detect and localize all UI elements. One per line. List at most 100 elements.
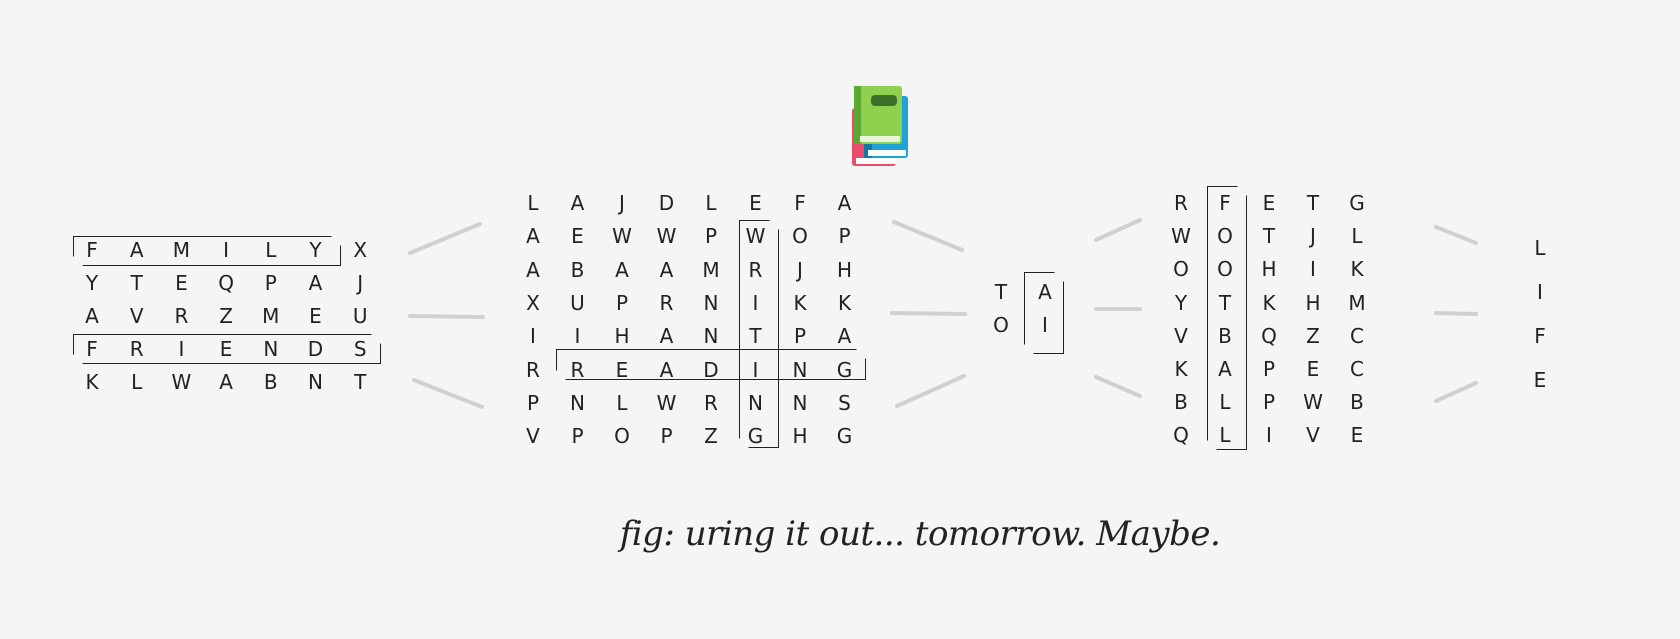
letter-cell: J [1310, 224, 1316, 249]
letter-cell: P [615, 290, 629, 315]
highlight-box-writing [739, 220, 779, 448]
letter-cell: Z [219, 304, 233, 328]
highlight-box-football [1207, 186, 1247, 450]
letter-cell: Z [704, 424, 718, 449]
letter-cell: L [1219, 390, 1231, 415]
connector-line [1434, 311, 1478, 316]
letter-cell: A [615, 257, 629, 282]
letter-cell: I [752, 290, 759, 315]
letter-cell: N [308, 370, 323, 394]
letter-cell: X [353, 238, 368, 262]
letter-cell: N [703, 324, 719, 349]
letter-cell: L [705, 191, 717, 215]
letter-cell: L [527, 191, 539, 215]
letter-cell: I [1310, 257, 1316, 282]
letter-cell: E [749, 191, 762, 215]
letter-cell: B [570, 257, 585, 282]
letter-cell: W [612, 224, 632, 249]
letter-cell: G [836, 424, 853, 449]
letter-cell: Q [218, 271, 234, 295]
letter-cell: I [223, 238, 230, 262]
connector-line [895, 374, 966, 408]
letter-cell: A [1038, 280, 1052, 304]
letter-cell: P [838, 224, 851, 249]
letter-cell: P [526, 390, 540, 415]
letter-cell: F [1534, 324, 1546, 348]
letter-cell: T [1262, 224, 1276, 249]
connector-line [1434, 381, 1478, 403]
letter-cell: K [85, 370, 99, 394]
letter-cell: N [748, 390, 763, 415]
letter-cell: A [837, 324, 852, 349]
letter-cell: O [1173, 257, 1189, 282]
letter-cell: I [530, 324, 536, 349]
letter-cell: T [1218, 290, 1232, 315]
letter-cell: I [752, 357, 759, 382]
letter-cell: N [570, 390, 585, 415]
letter-cell: Y [85, 271, 99, 295]
letter-cell: M [702, 257, 720, 282]
letter-cell: V [1306, 423, 1320, 448]
letter-cell: J [357, 271, 364, 295]
books-icon [852, 86, 908, 166]
letter-cell: K [1262, 290, 1276, 315]
letter-cell: P [1262, 390, 1276, 415]
letter-cell: K [837, 290, 852, 315]
letter-cell: R [659, 290, 674, 315]
letter-cell: X [526, 290, 540, 315]
letter-cell: F [1219, 191, 1231, 215]
letter-cell: P [264, 271, 277, 295]
letter-cell: G [747, 424, 764, 449]
letter-cell: R [570, 357, 585, 382]
letter-cell: O [792, 224, 808, 249]
letter-cell: B [1218, 323, 1232, 348]
connector-line [1094, 375, 1142, 398]
letter-cell: R [1174, 191, 1188, 215]
connector-line [1094, 218, 1142, 242]
letter-cell: O [1217, 224, 1233, 249]
connector-line [408, 222, 482, 255]
letter-cell: T [994, 280, 1008, 304]
letter-cell: Y [1174, 290, 1188, 315]
letter-cell: Q [1261, 323, 1277, 348]
letter-cell: S [353, 337, 367, 361]
letter-cell: O [993, 313, 1009, 337]
letter-cell: T [1306, 191, 1320, 215]
letter-cell: A [526, 224, 540, 249]
highlight-box-ai [1024, 272, 1064, 354]
letter-cell: P [793, 324, 807, 349]
letter-cell: A [570, 191, 585, 215]
letter-cell: A [526, 257, 540, 282]
letter-cell: A [837, 191, 852, 215]
letter-cell: A [659, 257, 674, 282]
letter-cell: V [129, 304, 144, 328]
letter-cell: W [171, 370, 192, 394]
highlight-box-family [73, 236, 341, 266]
letter-cell: F [794, 191, 806, 215]
letter-cell: A [308, 271, 323, 295]
letter-cell: D [307, 337, 324, 361]
letter-cell: F [86, 337, 98, 361]
letter-cell: L [265, 238, 277, 262]
figure-caption: fig: uring it out... tomorrow. Maybe. [619, 514, 1221, 554]
letter-cell: D [703, 357, 719, 382]
letter-cell: U [352, 304, 368, 328]
letter-cell: R [526, 357, 540, 382]
letter-cell: U [570, 290, 585, 315]
letter-cell: N [703, 290, 719, 315]
letter-cell: T [354, 370, 367, 394]
letter-cell: A [129, 238, 144, 262]
letter-cell: H [614, 324, 630, 349]
letter-cell: C [1350, 357, 1364, 381]
letter-cell: B [263, 370, 278, 394]
letter-cell: N [792, 390, 808, 415]
letter-cell: P [571, 424, 584, 449]
letter-cell: I [178, 337, 185, 361]
letter-cell: L [1534, 236, 1546, 260]
letter-cell: I [1537, 280, 1543, 304]
letter-cell: M [172, 238, 191, 262]
connector-line [408, 314, 485, 319]
letter-cell: I [1042, 313, 1048, 337]
letter-cell: M [1348, 290, 1366, 315]
